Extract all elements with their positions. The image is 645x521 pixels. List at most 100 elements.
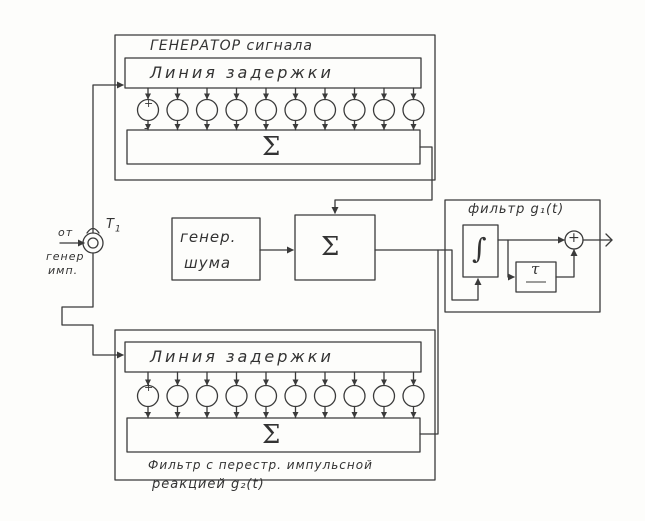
tap-bottom-lead-in-arrow: [322, 379, 328, 386]
tap-top-lead-out-arrow: [292, 124, 299, 130]
tap-top-lead-in-arrow: [410, 93, 417, 100]
input-arrow: [78, 239, 85, 247]
tap-bottom-lead-in-arrow: [204, 379, 210, 386]
summator-bottom-box: [126, 417, 421, 453]
filter-g1-frame: [444, 199, 601, 313]
tap-top-lead-in-arrow: [292, 93, 299, 100]
noise-generator-box: [171, 217, 261, 281]
tap-bottom-lead-in-arrow: [292, 379, 299, 386]
signal-generator-label: ГЕНЕРАТОР сигнала: [150, 38, 313, 54]
taps-top: [136, 87, 425, 131]
tap-top-weight-circle: [225, 98, 248, 122]
tap-top-plus: +: [144, 97, 154, 110]
tap-top-lead-in-arrow: [145, 93, 151, 100]
tap-bottom-lead-out-arrow: [174, 412, 181, 418]
adder-symbol: Σ: [321, 232, 340, 262]
branch-to-delay-arrow: [508, 273, 515, 281]
tap-bottom-minus: -: [144, 405, 149, 419]
integrator-symbol: ∫: [472, 232, 487, 265]
tap-bottom-lead-out-arrow: [145, 412, 151, 418]
bottom-sum-to-filter-line: [419, 249, 439, 435]
tap-bottom-lead-out-arrow: [381, 412, 387, 418]
tap-top-lead-in-arrow: [233, 93, 240, 100]
tap-bottom-weight-circle: [372, 384, 396, 408]
tunable-filter-label-line2: реакцией g₂(t): [152, 477, 265, 492]
tap-top-lead-in-arrow: [351, 93, 358, 100]
noise-generator-label-line1: генер.: [180, 228, 237, 246]
tap-top-lead-in-arrow: [204, 93, 210, 100]
tap-top-lead-out-arrow: [381, 124, 387, 130]
tap-bottom-weight-circle: [195, 384, 219, 408]
signal-generator-frame: [114, 34, 436, 181]
integrator-to-adder-arrow: [558, 236, 565, 244]
tap-top-lead-out-arrow: [145, 124, 151, 130]
tap-top-lead-in-arrow: [381, 93, 387, 100]
tap-top-weight-circle: [254, 98, 278, 122]
tap-top-lead-out-arrow: [263, 124, 269, 130]
tap-bottom-lead-out-arrow: [322, 412, 328, 418]
delay-line-bottom-label: Линия задержки: [150, 347, 334, 366]
top-sum-to-adder-arrow: [331, 207, 339, 214]
tap-bottom-lead-out-arrow: [263, 412, 269, 418]
adder-box: [294, 214, 376, 281]
tap-bottom-weight-circle: [225, 384, 248, 408]
tap-top-lead-in-arrow: [322, 93, 328, 100]
top-sum-to-adder-line: [334, 146, 433, 214]
input-label-line2: генер: [46, 250, 85, 263]
tap-bottom-lead-out-arrow: [233, 412, 240, 418]
tap-bottom-weight-circle: [284, 384, 307, 408]
tap-bottom-lead-in-arrow: [145, 379, 151, 386]
tap-top-weight-circle: [284, 98, 307, 122]
delay-tau-symbol: τ: [531, 260, 540, 278]
switch-label: T1: [106, 217, 122, 235]
filter-feedback-arrow: [474, 278, 482, 285]
taps-bottom: [136, 371, 425, 419]
tap-bottom-lead-out-arrow: [351, 412, 358, 418]
filter-g1-label: фильтр g₁(t): [468, 202, 565, 217]
tap-bottom-weight-circle: [343, 384, 366, 408]
delay-line-top-box: [124, 57, 422, 89]
tap-bottom-lead-out-arrow: [410, 412, 417, 418]
tap-top-weight-circle: [166, 98, 189, 122]
tap-top-weight-circle: [372, 98, 396, 122]
input-label-line3: имп.: [48, 264, 79, 277]
feed-to-top-delay-arrow: [117, 81, 124, 89]
tap-top-weight-circle: [343, 98, 366, 122]
noise-to-adder-arrow: [287, 246, 294, 254]
tap-bottom-lead-in-arrow: [263, 379, 269, 386]
delay-to-adder-arrow: [570, 249, 578, 256]
tap-bottom-lead-in-arrow: [410, 379, 417, 386]
feed-to-bottom-delay-arrow: [117, 351, 124, 359]
tap-top-weight-circle: [402, 98, 425, 122]
tap-bottom-weight-circle: [313, 384, 337, 408]
tap-top-lead-out-arrow: [410, 124, 417, 130]
integrator-box: [462, 224, 499, 278]
tunable-filter-frame: [114, 329, 436, 481]
summator-bottom-symbol: Σ: [262, 420, 281, 450]
tap-bottom-plus: +: [144, 381, 154, 394]
tap-top-lead-out-arrow: [174, 124, 181, 130]
tap-bottom-weight-circle: [166, 384, 189, 408]
summator-top-symbol: Σ: [262, 132, 281, 162]
tap-top-lead-out-arrow: [233, 124, 240, 130]
tap-bottom-weight-circle: [254, 384, 278, 408]
tap-bottom-lead-in-arrow: [174, 379, 181, 386]
tap-top-lead-in-arrow: [174, 93, 181, 100]
tap-top-weight-circle: [195, 98, 219, 122]
tap-top-lead-in-arrow: [263, 93, 269, 100]
switch-outer-circle: [82, 232, 104, 254]
tap-top-weight-circle: [313, 98, 337, 122]
tap-bottom-lead-in-arrow: [233, 379, 240, 386]
filter-output-arrowhead: [605, 233, 613, 247]
delay-to-adder-line: [555, 249, 575, 278]
tap-top-minus: -: [144, 121, 149, 135]
tunable-filter-label-line1: Фильтр с перестр. импульсной: [148, 458, 373, 472]
tap-bottom-lead-out-arrow: [292, 412, 299, 418]
tap-top-lead-out-arrow: [351, 124, 358, 130]
tap-bottom-weight-circle: [402, 384, 425, 408]
tap-top-lead-out-arrow: [204, 124, 210, 130]
tap-top-lead-out-arrow: [322, 124, 328, 130]
switch-inner-circle: [87, 237, 99, 249]
delay-line-top-label: Линия задержки: [150, 63, 334, 82]
